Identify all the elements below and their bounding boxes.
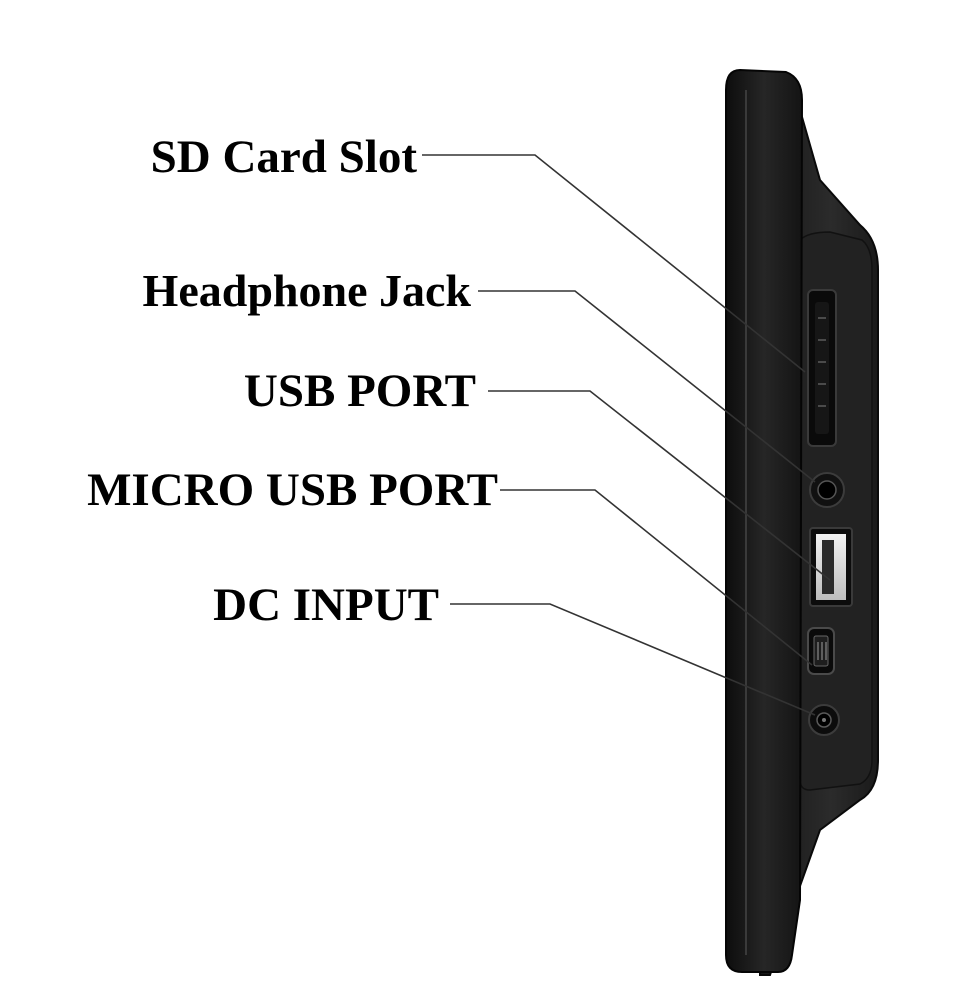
label-usb-port: USB PORT: [243, 365, 476, 417]
leader-line-headphone: [478, 290, 816, 483]
leader-line-sd: [422, 154, 806, 373]
device-frame-edge: [725, 68, 804, 973]
label-micro-usb-port: MICRO USB PORT: [87, 464, 498, 516]
label-sd-card-slot: SD Card Slot: [150, 131, 417, 183]
sd-card-slot: [807, 289, 837, 447]
leader-lines: [422, 154, 831, 716]
leader-line-usb: [488, 390, 831, 581]
micro-usb-port: [807, 627, 835, 675]
usb-port: [809, 527, 853, 607]
dc-input-jack: [808, 704, 840, 736]
label-headphone-jack: Headphone Jack: [142, 265, 471, 316]
leader-line-dc: [450, 603, 816, 716]
leader-line-micro-usb: [500, 489, 813, 666]
label-dc-input: DC INPUT: [213, 579, 439, 631]
headphone-jack: [809, 472, 845, 508]
